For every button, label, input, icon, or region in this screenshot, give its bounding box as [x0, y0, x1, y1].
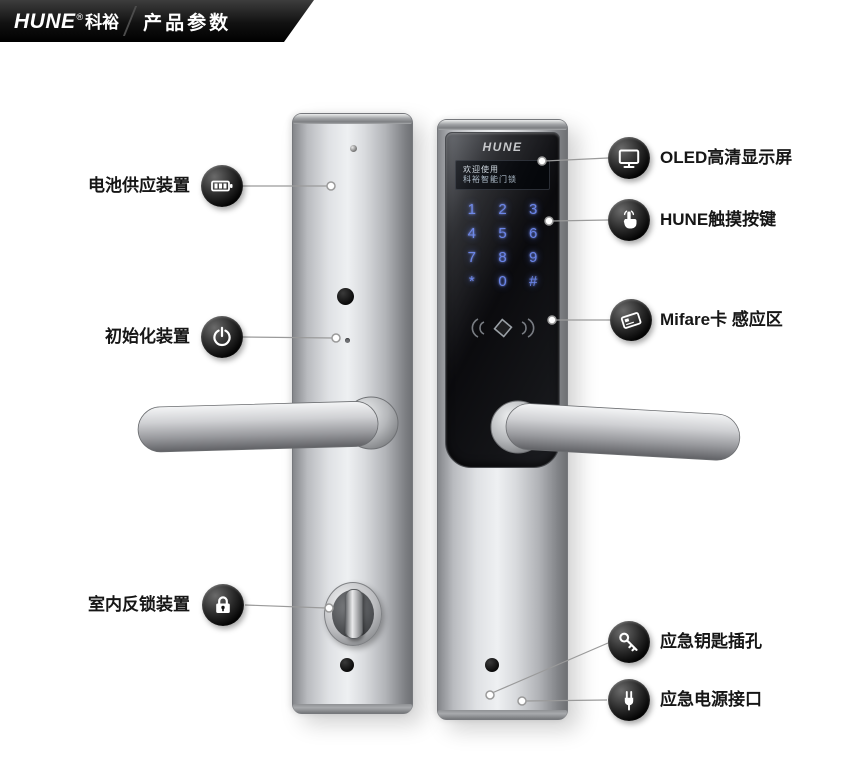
initialization-sensor-dot [337, 288, 354, 305]
lock-exterior-panel: HUNE 欢迎使用 科裕智能门锁 1 2 3 4 5 6 7 8 9 * 0 # [437, 119, 568, 720]
lower-sensor-dot [340, 658, 354, 672]
initialization-callout-badge [201, 316, 243, 358]
panel-top-cap [438, 120, 567, 130]
battery-callout-badge [201, 165, 243, 207]
screw [349, 145, 357, 152]
key-icon [619, 632, 638, 652]
callout-label-mifare: Mifare卡 感应区 [660, 310, 783, 329]
brand-logo-text: HUNE [14, 10, 76, 33]
callout-label-emergency-power: 应急电源接口 [660, 690, 762, 709]
plug-icon [624, 691, 634, 711]
banner-divider [123, 6, 138, 36]
emergency-power-callout-badge [608, 679, 650, 721]
panel-bottom-cap [293, 704, 412, 713]
thumbturn-lever[interactable] [345, 589, 363, 639]
keypad-key-4[interactable]: 4 [467, 225, 476, 242]
oled-text-line2: 科裕智能门锁 [463, 175, 517, 184]
mifare-callout-badge [610, 299, 652, 341]
lower-sensor-dot [485, 658, 499, 672]
keypad-key-hash[interactable]: # [528, 273, 538, 290]
keypad-key-2[interactable]: 2 [498, 201, 507, 218]
page-title: 产品参数 [143, 12, 232, 34]
keypad-key-star[interactable]: * [468, 273, 475, 290]
keypad-key-8[interactable]: 8 [498, 249, 507, 266]
deadbolt-callout-badge [202, 584, 244, 626]
monitor-icon [618, 149, 640, 168]
keypad-key-7[interactable]: 7 [467, 249, 476, 266]
card-icon [620, 312, 642, 329]
brand-logo: HUNE ® 科裕 [14, 8, 119, 34]
keypad-key-3[interactable]: 3 [528, 201, 538, 218]
callout-label-initialization: 初始化装置 [105, 327, 190, 346]
callout-label-touch-keys: HUNE触摸按键 [660, 210, 777, 229]
emergency-key-callout-badge [608, 621, 650, 663]
callout-label-emergency-key: 应急钥匙插孔 [660, 632, 762, 651]
registered-trademark-mark: ® [76, 12, 84, 22]
card-tap-icon [471, 318, 534, 338]
oled-screen: 欢迎使用 科裕智能门锁 [455, 160, 550, 190]
thumbturn-deadbolt-knob[interactable] [324, 582, 382, 646]
keypad-key-5[interactable]: 5 [498, 225, 507, 242]
header-banner: HUNE ® 科裕 产品参数 [0, 0, 314, 42]
panel-bottom-cap [438, 710, 567, 719]
touch-keys-callout-badge [608, 199, 650, 241]
touch-icon [623, 210, 637, 229]
lock-interior-panel [292, 113, 413, 714]
callout-label-battery: 电池供应装置 [88, 176, 190, 195]
callout-label-deadbolt: 室内反锁装置 [88, 595, 190, 614]
oled-text-line1: 欢迎使用 [463, 165, 499, 174]
lock-icon [216, 596, 230, 613]
callout-label-oled: OLED高清显示屏 [660, 148, 793, 167]
keypad-key-1[interactable]: 1 [467, 201, 476, 218]
keypad-key-9[interactable]: 9 [528, 249, 538, 266]
power-icon [213, 326, 231, 347]
reset-pinhole [345, 338, 350, 343]
keypad-key-6[interactable]: 6 [528, 225, 538, 242]
brand-logo-chinese: 科裕 [85, 13, 120, 32]
battery-icon [211, 180, 233, 192]
touch-keypad[interactable]: 1 2 3 4 5 6 7 8 9 * 0 # [457, 199, 549, 293]
keypad-key-0[interactable]: 0 [498, 273, 507, 290]
panel-top-cap [293, 114, 412, 124]
touch-glass-panel: HUNE 欢迎使用 科裕智能门锁 1 2 3 4 5 6 7 8 9 * 0 # [445, 132, 560, 468]
oled-callout-badge [608, 137, 650, 179]
lock-brand-label: HUNE [482, 140, 523, 154]
card-reader-zone[interactable] [446, 315, 559, 341]
